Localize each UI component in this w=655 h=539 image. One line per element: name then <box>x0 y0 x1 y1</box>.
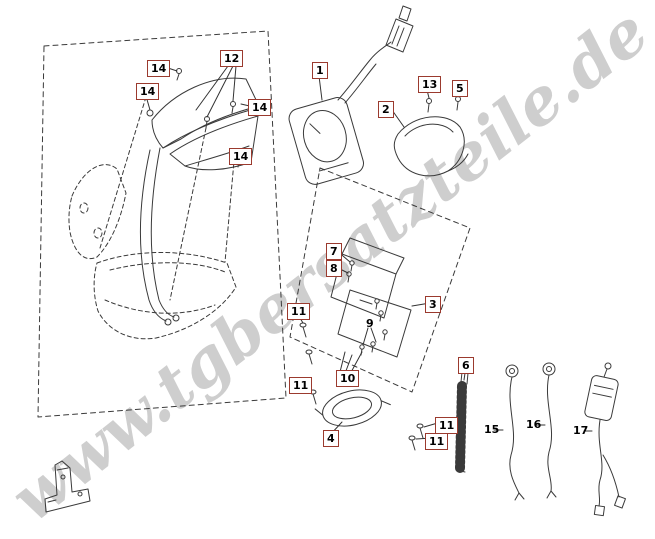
bracket-outline-dashed <box>289 167 471 393</box>
part-label-6[interactable]: 6 <box>458 357 474 374</box>
wiring-connector <box>337 5 414 104</box>
part-label-11[interactable]: 11 <box>425 433 449 450</box>
part-label-16[interactable]: 16 <box>526 418 542 431</box>
visor-panel <box>151 77 260 171</box>
part-label-15[interactable]: 15 <box>484 423 500 436</box>
part-label-8[interactable]: 8 <box>326 260 342 277</box>
part-label-3[interactable]: 3 <box>425 296 441 313</box>
part-label-14[interactable]: 14 <box>229 148 253 165</box>
part-label-14[interactable]: 14 <box>248 99 272 116</box>
part-label-17[interactable]: 17 <box>573 424 589 437</box>
part-label-4[interactable]: 4 <box>323 430 339 447</box>
bracket-screws <box>346 260 388 356</box>
part-label-9[interactable]: 9 <box>366 317 374 330</box>
left-assembly-outline <box>37 30 287 418</box>
part-label-11[interactable]: 11 <box>287 303 311 320</box>
part-label-5[interactable]: 5 <box>452 80 468 97</box>
part-label-1[interactable]: 1 <box>312 62 328 79</box>
part-label-11[interactable]: 11 <box>289 377 313 394</box>
bottom-bracket <box>44 460 91 513</box>
lamp-unit <box>314 389 391 427</box>
part-label-2[interactable]: 2 <box>378 101 394 118</box>
part-label-13[interactable]: 13 <box>418 76 442 93</box>
front-cover-dashed <box>68 96 237 340</box>
part-label-14[interactable]: 14 <box>147 60 171 77</box>
part-label-11[interactable]: 11 <box>435 417 459 434</box>
cable-15 <box>505 364 525 501</box>
relay <box>584 362 626 517</box>
part-label-14[interactable]: 14 <box>136 83 160 100</box>
mount-bolts-right <box>408 423 424 451</box>
part-label-7[interactable]: 7 <box>326 243 342 260</box>
headlight-housing <box>393 116 469 177</box>
part-label-10[interactable]: 10 <box>336 370 360 387</box>
bracket-plates <box>330 237 412 358</box>
cable-16 <box>542 362 557 499</box>
part-label-12[interactable]: 12 <box>220 50 244 67</box>
